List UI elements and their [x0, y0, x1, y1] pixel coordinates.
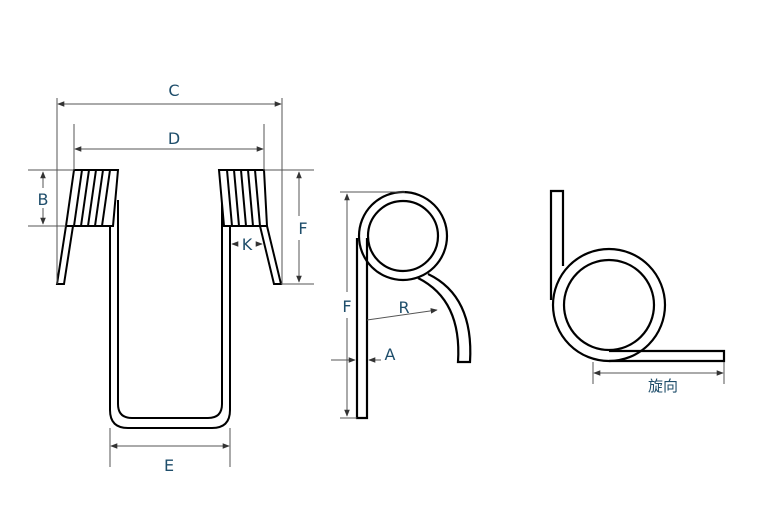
label-e: E — [164, 456, 174, 475]
dimension-f-front — [264, 169, 314, 285]
label-c: C — [168, 81, 179, 100]
label-f-front: F — [298, 219, 307, 238]
dimension-f-side — [340, 191, 405, 419]
dimension-r — [366, 308, 438, 321]
label-r: R — [398, 298, 409, 317]
dimension-b — [28, 169, 74, 227]
right-coil — [217, 169, 283, 285]
winding-direction-view: 旋向 — [549, 189, 726, 395]
u-wire-body — [109, 200, 231, 429]
label-k: K — [242, 235, 253, 254]
dimension-e — [109, 428, 231, 467]
winding-spring-body — [549, 189, 726, 363]
dimension-direction — [592, 362, 725, 384]
double-torsion-spring-view: C D B F K — [28, 81, 314, 475]
left-coil — [55, 169, 120, 285]
dimension-c — [56, 98, 283, 284]
side-spring-body — [355, 190, 472, 420]
torsion-spring-side-view: F R A — [331, 190, 472, 420]
label-b: B — [38, 190, 49, 209]
label-f-side: F — [342, 297, 351, 316]
label-a: A — [385, 345, 396, 364]
label-winding-direction: 旋向 — [648, 377, 678, 395]
label-d: D — [168, 129, 180, 148]
dimension-d — [73, 124, 265, 170]
